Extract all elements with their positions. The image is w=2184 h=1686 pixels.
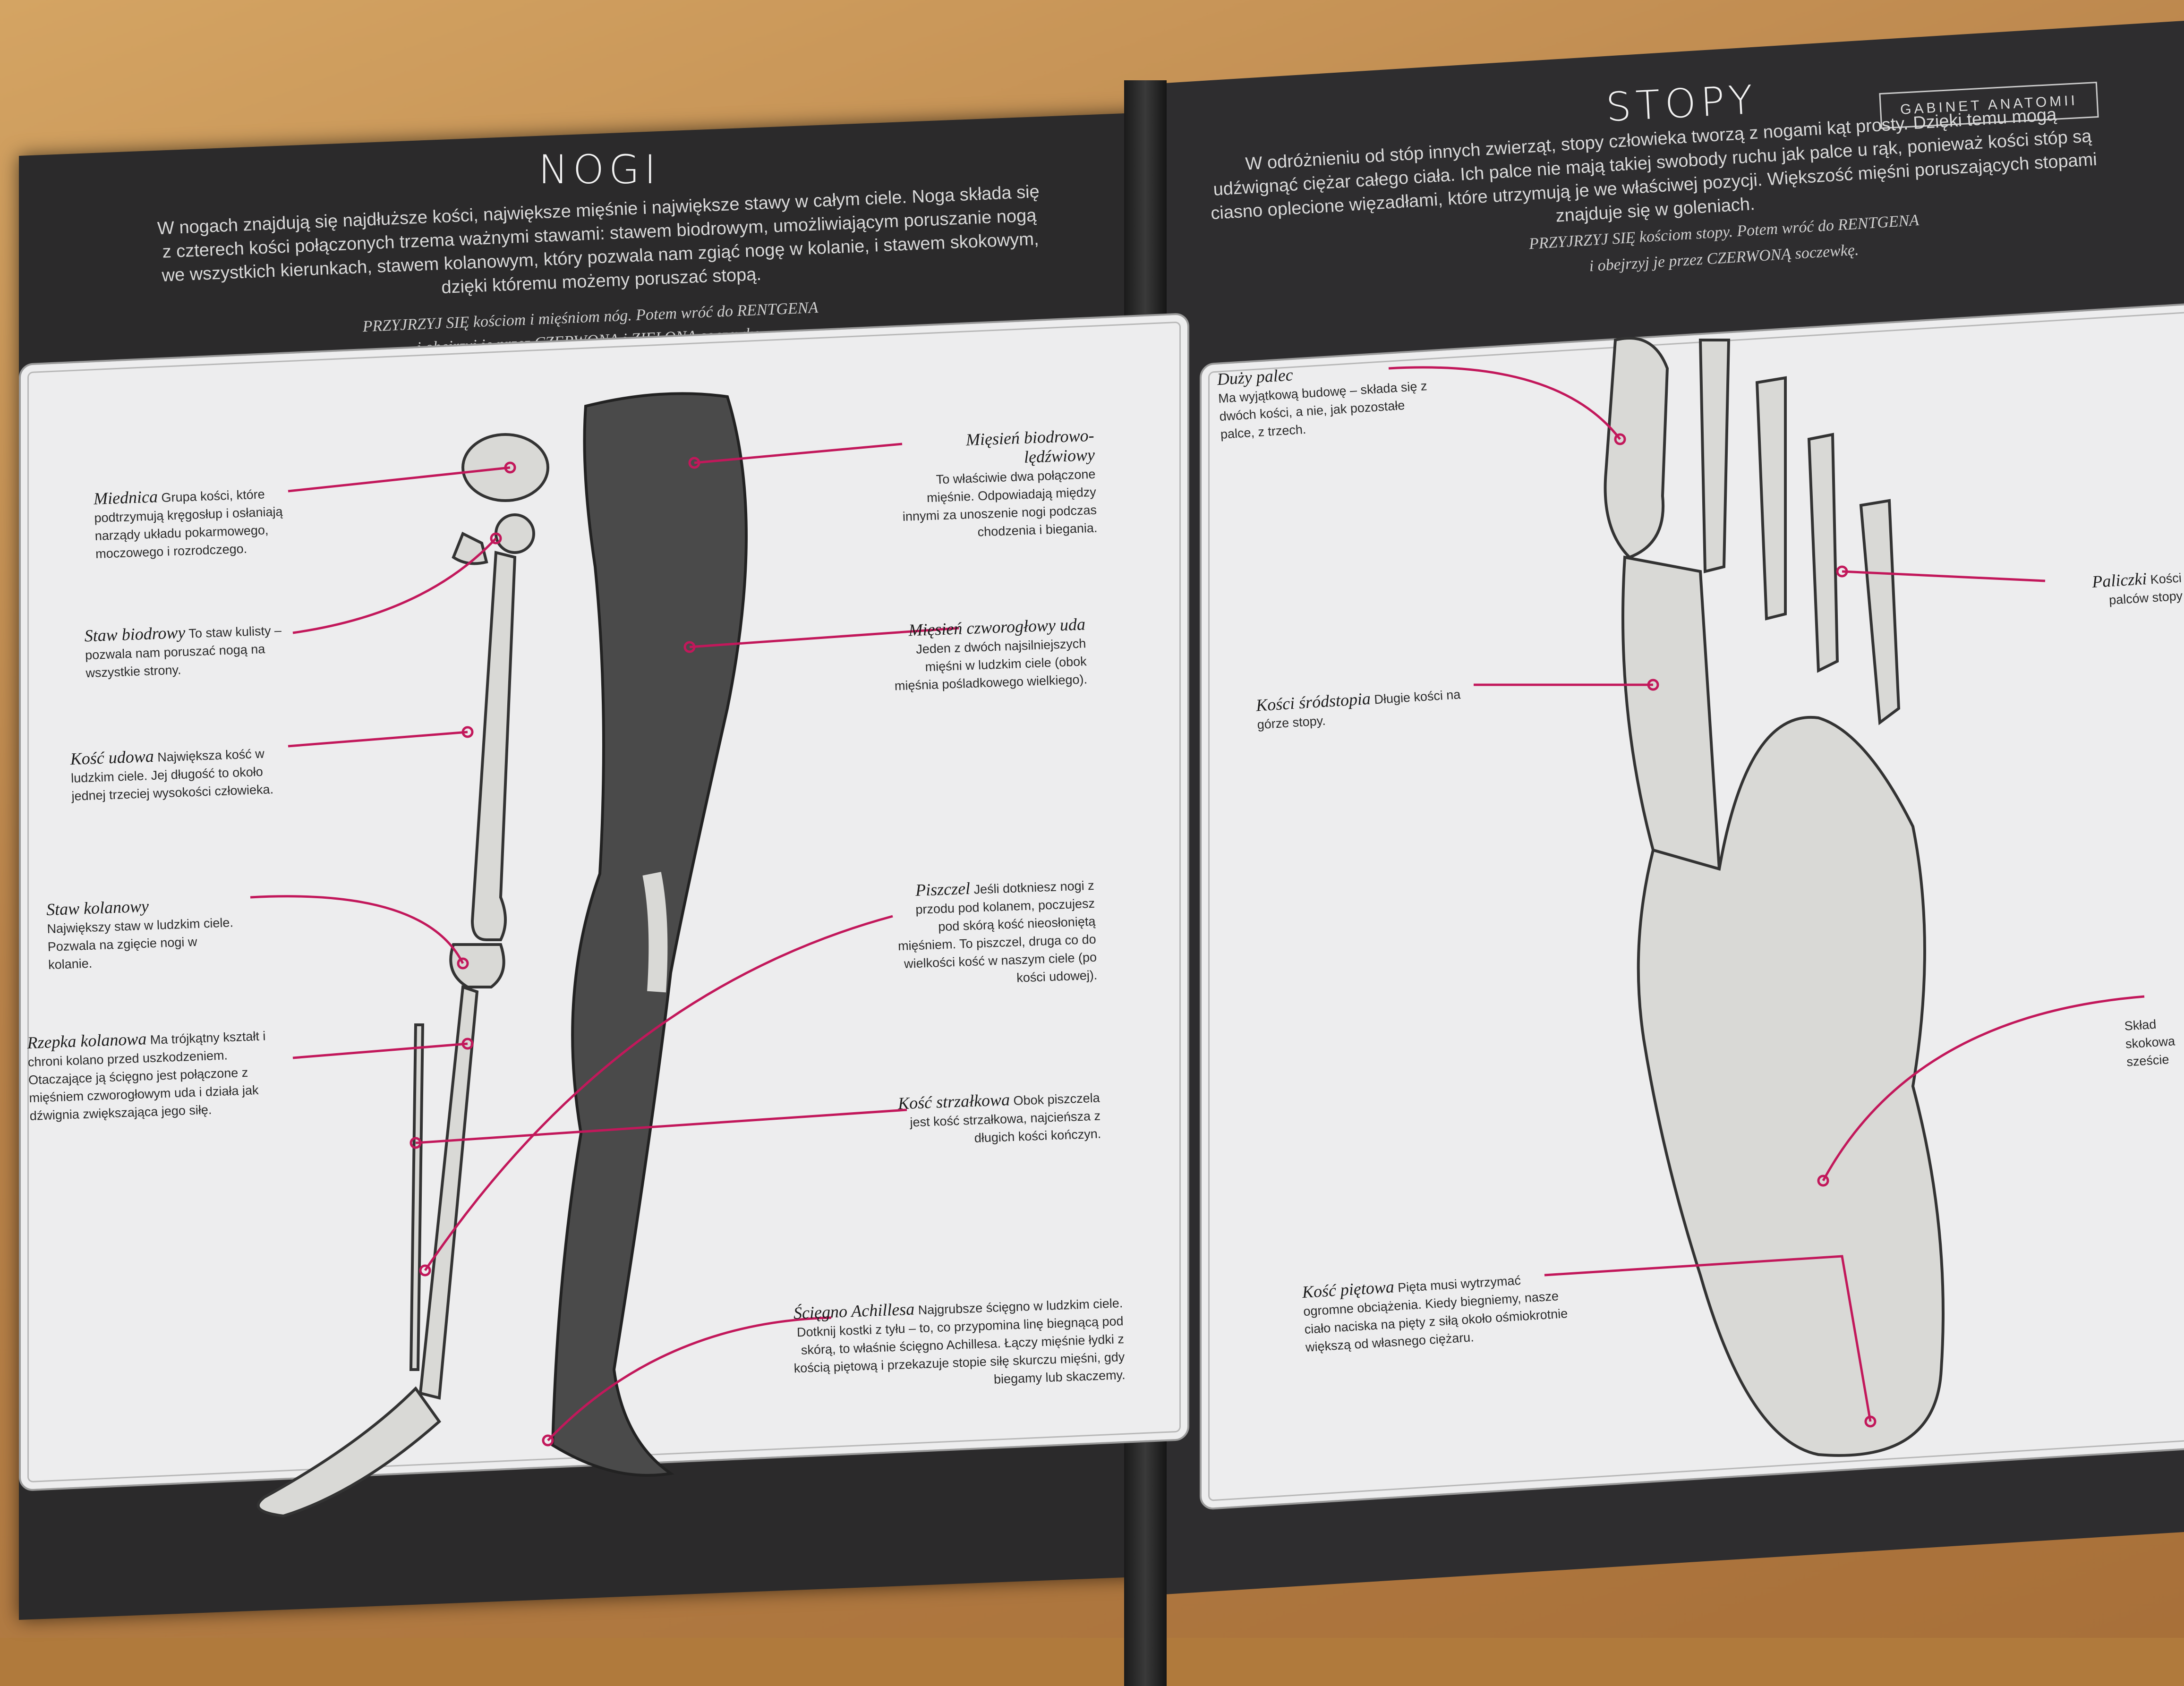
skeleton-leg-illustration [256, 433, 549, 1518]
muscle-leg-illustration [551, 392, 748, 1477]
label-rzepka-kolanowa: Rzepka kolanowa Ma trójkątny kształt i c… [26, 1029, 266, 1124]
label-staw-biodrowy: Staw biodrowy To staw kulisty – pozwala … [84, 622, 282, 681]
left-page-title: NOGI [538, 146, 661, 193]
label-kosc-udowa: Kość udowa Największa kość w ludzkim cie… [70, 746, 274, 803]
label-kosc-strzalkowa: Kość strzałkowa Obok piszczela jest kość… [897, 1090, 1101, 1145]
label-miednica: Miednica Grupa kości, które podtrzymują … [93, 487, 283, 561]
label-piszczel: Piszczel Jeśli dotkniesz nogi z przodu p… [897, 878, 1098, 985]
leader-lines [250, 366, 2145, 1447]
label-staw-skokowy-partial: Skład skokowa szeście [2124, 1017, 2175, 1069]
foot-skeleton-illustration [1604, 337, 1945, 1457]
label-sciegno-achillesa: Ścięgno Achillesa Najgrubsze ścięgno w l… [793, 1296, 1126, 1387]
illustrations [250, 337, 2145, 1518]
label-miesien-czworoglowy-uda: Mięsień czworogłowy uda Jeden z dwóch na… [894, 614, 1088, 693]
